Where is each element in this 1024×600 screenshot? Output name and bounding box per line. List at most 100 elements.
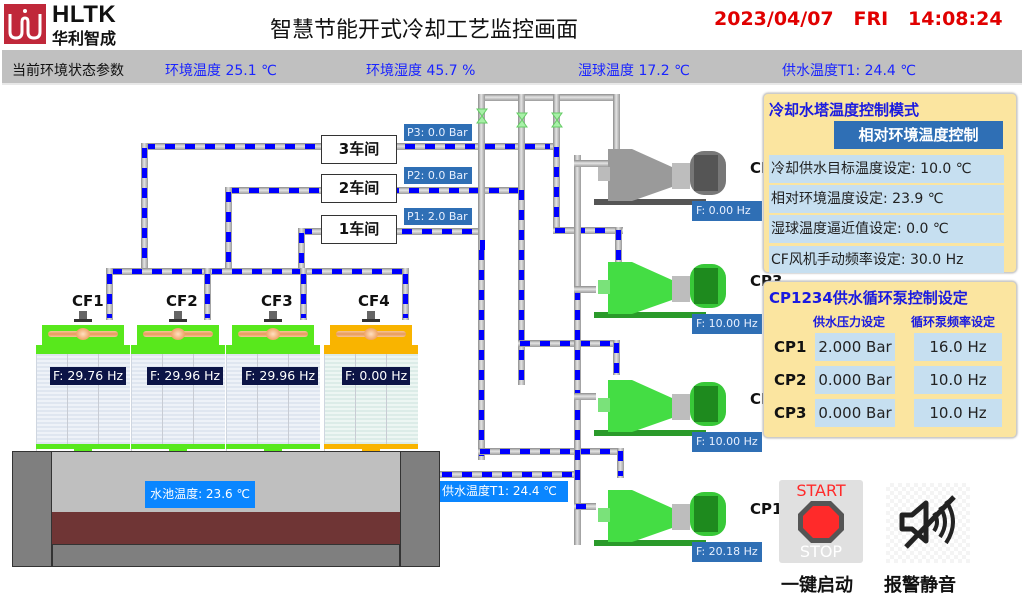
flow-indicator: [576, 504, 594, 509]
pump-cp1[interactable]: CP1 F: 20.18 Hz: [594, 482, 782, 562]
tower-frequency: F: 0.00 Hz: [342, 367, 411, 385]
pipe: [574, 393, 596, 400]
flow-indicator: [618, 451, 623, 476]
wet-bulb-temperature: 湿球温度 17.2 ℃: [578, 63, 690, 79]
pipe: [478, 94, 613, 101]
pressure-p3: P3: 0.0 Bar: [404, 124, 472, 141]
stop-label: STOP: [799, 542, 843, 561]
pump-cp3[interactable]: CP3 F: 10.00 Hz: [594, 254, 782, 334]
fan-motor-icon: [169, 311, 187, 325]
pump-frequency: F: 0.00 Hz: [692, 201, 762, 221]
supply-temperature-t1: 供水温度T1: 24.4 ℃: [440, 481, 568, 502]
cooling-tower-cf3[interactable]: F: 29.96 Hz: [226, 311, 320, 465]
flow-indicator: [519, 190, 524, 380]
flow-indicator: [614, 343, 619, 373]
row-label: CP2: [774, 371, 807, 389]
start-label: START: [796, 481, 846, 500]
fan-motor-icon: [74, 311, 92, 325]
workshop-2[interactable]: 2车间: [321, 174, 397, 203]
date: 2023/04/07: [714, 8, 834, 30]
flow-indicator: [301, 274, 306, 318]
flow-indicator: [205, 274, 210, 318]
tower-frequency: F: 29.76 Hz: [50, 367, 127, 385]
valve-icon[interactable]: [550, 112, 564, 128]
panel-title: 冷却水塔温度控制模式: [769, 101, 920, 119]
pipe: [518, 94, 525, 244]
pipe: [574, 286, 596, 293]
pump-cp4[interactable]: CP4 F: 0.00 Hz: [594, 141, 782, 221]
flow-indicator: [107, 274, 112, 318]
valve-icon[interactable]: [515, 112, 529, 128]
flow-indicator: [112, 269, 404, 274]
logo-subtext: 华利智成: [52, 31, 117, 48]
flow-indicator: [403, 274, 408, 318]
pipe: [574, 160, 609, 167]
tower-label: CF4: [358, 292, 390, 310]
flow-indicator: [555, 228, 619, 233]
start-stop-button[interactable]: START STOP: [779, 480, 863, 563]
flow-indicator: [616, 230, 621, 260]
pipe: [478, 94, 485, 254]
tower-frequency: F: 29.96 Hz: [242, 367, 319, 385]
pump-icon: [594, 490, 726, 546]
pressure-p2: P2: 0.0 Bar: [404, 167, 472, 184]
flow-indicator: [299, 233, 304, 266]
panel-title: CP1234供水循环泵控制设定: [769, 289, 968, 307]
pressure-setting[interactable]: 0.000 Bar: [815, 366, 895, 394]
flow-indicator: [575, 290, 580, 490]
page-title: 智慧节能开式冷却工艺监控画面: [270, 18, 579, 43]
cooling-tower-cf4[interactable]: F: 0.00 Hz: [324, 311, 418, 465]
pressure-setting[interactable]: 0.000 Bar: [815, 399, 895, 427]
fan-motor-icon: [362, 311, 380, 325]
valve-icon[interactable]: [475, 108, 489, 124]
workshop-3[interactable]: 3车间: [321, 135, 397, 164]
pump-icon: [594, 380, 726, 436]
pressure-setting[interactable]: 2.000 Bar: [815, 333, 895, 361]
flow-indicator: [142, 148, 147, 266]
column-header-pressure: 供水压力设定: [813, 315, 886, 329]
row-label: CP1: [774, 338, 807, 356]
supply-temperature: 供水温度T1: 24.4 ℃: [782, 63, 916, 79]
column-header-frequency: 循环泵频率设定: [911, 315, 996, 329]
pump-frequency: F: 20.18 Hz: [692, 542, 762, 562]
speaker-muted-icon: [899, 495, 956, 549]
flow-indicator: [479, 250, 484, 456]
stop-octagon-icon: [798, 501, 844, 543]
basin-wall-left: [12, 451, 52, 567]
row-label: CP3: [774, 404, 807, 422]
target-supply-temp-setting[interactable]: 冷却供水目标温度设定: 10.0 ℃: [769, 155, 1004, 183]
pump-icon: [594, 149, 726, 205]
pump-label: CP1: [750, 500, 783, 518]
basin-floor: [52, 544, 400, 567]
pump-cp2[interactable]: CP2 F: 10.00 Hz: [594, 372, 782, 452]
relative-ambient-temp-setting[interactable]: 相对环境温度设定: 23.9 ℃: [769, 185, 1004, 213]
pump-frequency: F: 10.00 Hz: [692, 432, 762, 452]
environment-bar: [2, 50, 1022, 85]
alarm-mute-button[interactable]: [886, 483, 970, 563]
env-title: 当前环境状态参数: [12, 63, 124, 79]
flow-indicator: [554, 147, 559, 229]
time: 14:08:24: [908, 8, 1003, 30]
flow-indicator: [442, 472, 572, 477]
tower-control-panel: 冷却水塔温度控制模式 相对环境温度控制 冷却供水目标温度设定: 10.0 ℃ 相…: [763, 93, 1017, 273]
frequency-setting[interactable]: 10.0 Hz: [914, 366, 1002, 394]
frequency-setting[interactable]: 10.0 Hz: [914, 399, 1002, 427]
cooling-tower-cf1[interactable]: F: 29.76 Hz: [36, 311, 130, 465]
control-mode-button[interactable]: 相对环境温度控制: [834, 121, 1003, 149]
wet-bulb-approach-setting[interactable]: 湿球温度逼近值设定: 0.0 ℃: [769, 215, 1004, 243]
fan-motor-icon: [264, 311, 282, 325]
start-caption: 一键启动: [781, 575, 853, 596]
workshop-1[interactable]: 1车间: [321, 215, 397, 244]
ambient-temperature: 环境温度 25.1 ℃: [165, 63, 277, 79]
datetime: 2023/04/07 FRI 14:08:24: [714, 8, 1003, 30]
fan-manual-freq-setting[interactable]: CF风机手动频率设定: 30.0 Hz: [769, 245, 1004, 273]
pump-icon: [594, 262, 726, 318]
weekday: FRI: [853, 8, 889, 30]
logo-text: HLTK: [52, 1, 117, 28]
tower-frequency: F: 29.96 Hz: [147, 367, 224, 385]
pipe: [613, 94, 620, 154]
cooling-tower-cf2[interactable]: F: 29.96 Hz: [131, 311, 225, 465]
flow-indicator: [226, 192, 231, 266]
frequency-setting[interactable]: 16.0 Hz: [914, 333, 1002, 361]
tower-label: CF1: [72, 292, 104, 310]
